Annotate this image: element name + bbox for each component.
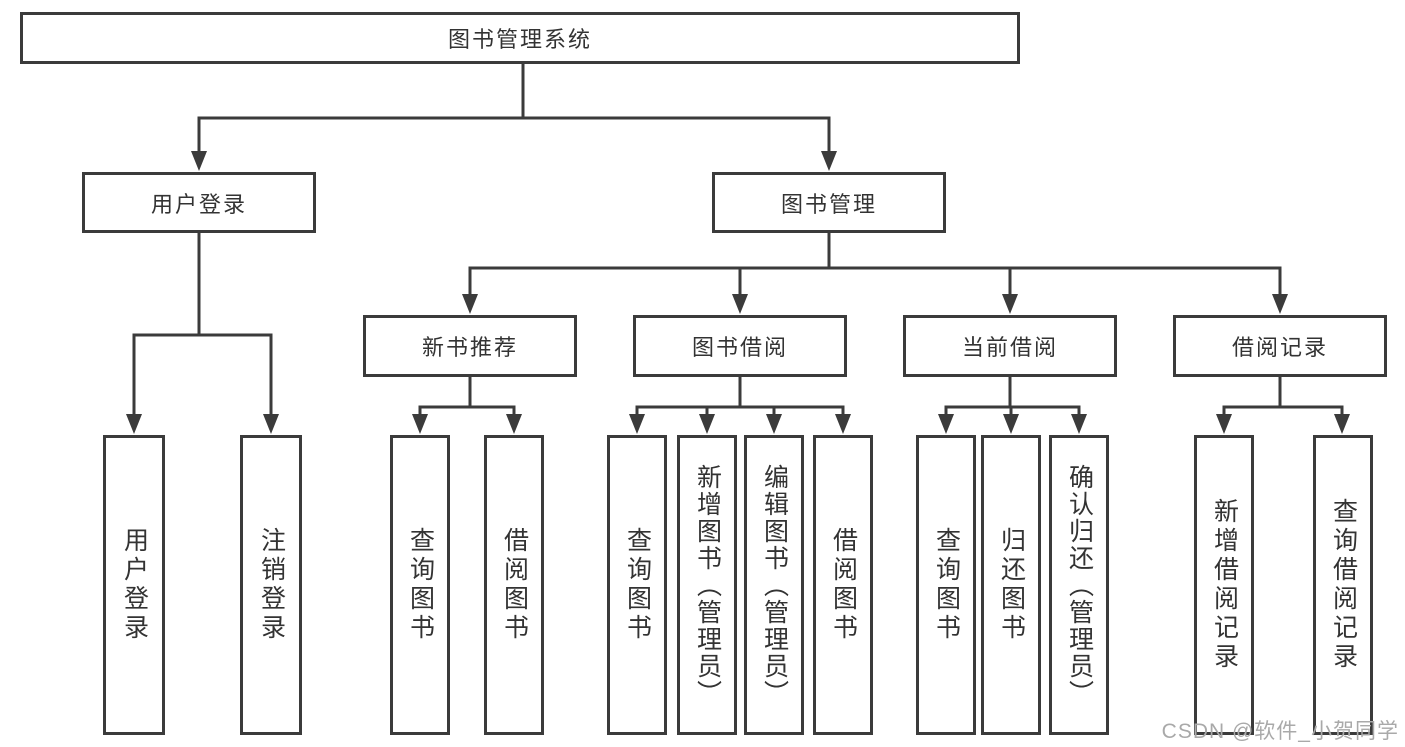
leaf-query-borrow-record: 查询借阅记录 <box>1313 435 1373 735</box>
leaf-borrow-books: 借阅图书 <box>484 435 544 735</box>
connector-root-to-level2 <box>191 62 837 171</box>
node-book-borrow: 图书借阅 <box>633 315 847 377</box>
node-current-borrow: 当前借阅 <box>903 315 1117 377</box>
leaf-add-borrow-record: 新增借阅记录 <box>1194 435 1254 735</box>
connector-book-management-children <box>462 231 1288 314</box>
leaf-query-books-2: 查询图书 <box>607 435 667 735</box>
connector-new-book-children <box>412 375 522 434</box>
leaf-add-books-admin: 新增图书（管理员） <box>677 435 737 735</box>
node-borrow-records: 借阅记录 <box>1173 315 1387 377</box>
node-new-book-recommend: 新书推荐 <box>363 315 577 377</box>
node-system-root: 图书管理系统 <box>20 12 1020 64</box>
leaf-return-books: 归还图书 <box>981 435 1041 735</box>
leaf-logout: 注销登录 <box>240 435 302 735</box>
leaf-query-books: 查询图书 <box>390 435 450 735</box>
leaf-user-login: 用户登录 <box>103 435 165 735</box>
leaf-edit-books-admin: 编辑图书（管理员） <box>744 435 804 735</box>
connector-book-borrow-children <box>629 375 851 434</box>
leaf-borrow-books-2: 借阅图书 <box>813 435 873 735</box>
leaf-query-books-3: 查询图书 <box>916 435 976 735</box>
watermark: CSDN @软件_小贺同学 <box>1161 720 1399 743</box>
connector-borrow-records-children <box>1216 375 1350 434</box>
connector-current-borrow-children <box>938 375 1087 434</box>
node-user-login: 用户登录 <box>82 172 316 233</box>
connector-user-login-children <box>126 231 279 434</box>
node-book-management: 图书管理 <box>712 172 946 233</box>
leaf-confirm-return-admin: 确认归还（管理员） <box>1049 435 1109 735</box>
